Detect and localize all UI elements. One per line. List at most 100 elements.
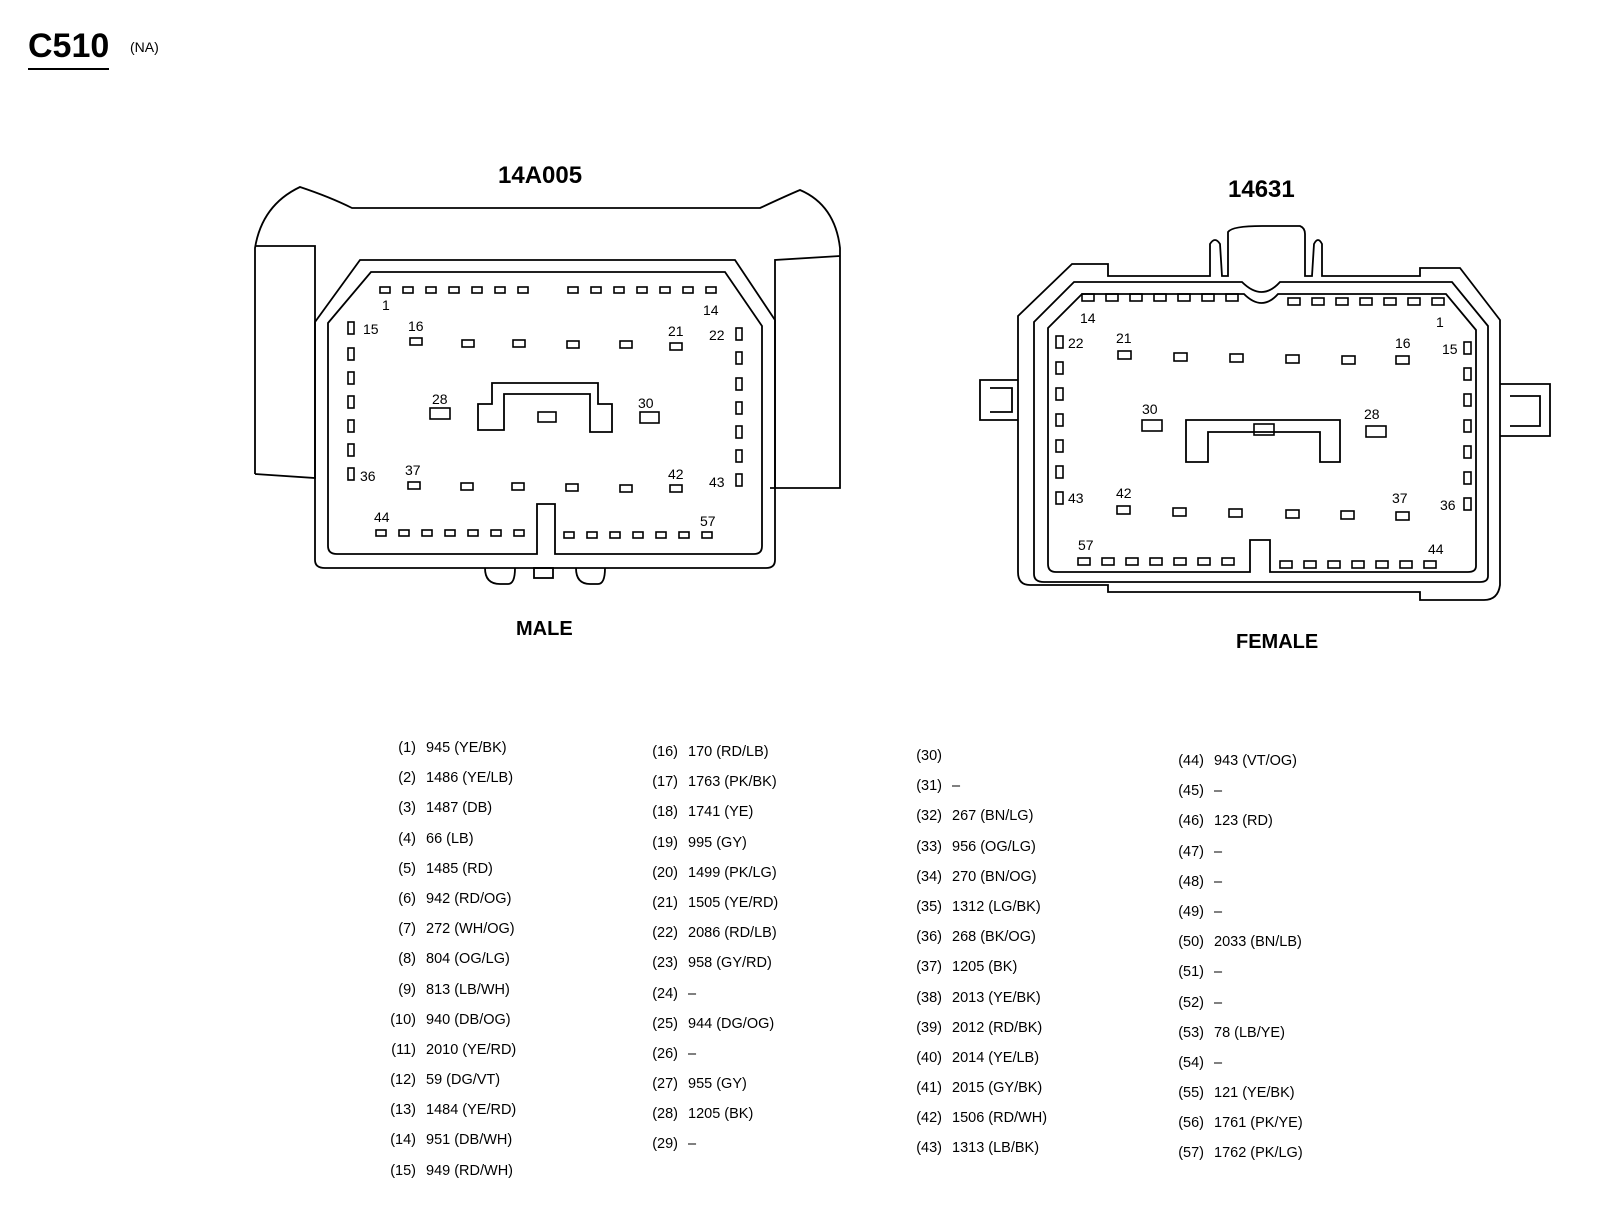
pin-number: (47) xyxy=(1178,843,1204,860)
pin-row: (42) 1506 (RD/WH) xyxy=(898,1108,1047,1138)
pin-circuit: 958 (GY/RD) xyxy=(688,955,772,972)
pin-row: (6)942 (RD/OG) xyxy=(372,889,516,919)
female-pin-label: 1 xyxy=(1436,314,1444,330)
pin-row: (31)– xyxy=(898,776,1047,806)
pin-row: (5)1485 (RD) xyxy=(372,859,516,889)
pin-number: (28) xyxy=(652,1106,678,1123)
pin-circuit: 951 (DB/WH) xyxy=(426,1132,513,1149)
pin-row: (15)949 (RD/WH) xyxy=(372,1161,516,1191)
female-pin-label: 21 xyxy=(1116,330,1132,346)
pin-circuit: 1505 (YE/RD) xyxy=(688,894,779,911)
pin-circuit: – xyxy=(1214,843,1223,860)
pin-circuit: 1205 (BK) xyxy=(688,1106,754,1123)
pin-circuit: 942 (RD/OG) xyxy=(426,890,512,907)
pin-circuit: 59 (DG/VT) xyxy=(426,1072,501,1089)
pin-row: (4)66 (LB) xyxy=(372,829,516,859)
male-gender-label: MALE xyxy=(516,618,573,640)
pin-row: (34)270 (BN/OG) xyxy=(898,867,1047,897)
pin-circuit: – xyxy=(688,1045,697,1062)
pin-circuit: – xyxy=(1214,1054,1223,1071)
pin-number: (40) xyxy=(916,1049,942,1066)
pin-circuit: – xyxy=(688,985,697,1002)
pin-circuit: 1487 (DB) xyxy=(426,800,493,817)
pin-number: (19) xyxy=(652,834,678,851)
pin-number: (2) xyxy=(398,770,416,787)
pin-number: (43) xyxy=(916,1140,942,1157)
pin-row: (50)2033 (BN/LB) xyxy=(1160,932,1303,962)
pin-circuit: 1506 (RD/WH) xyxy=(952,1110,1048,1127)
pin-number: (1) xyxy=(398,740,416,756)
pin-circuit: 940 (DB/OG) xyxy=(426,1011,511,1028)
pin-number: (7) xyxy=(398,921,416,938)
male-pin-label: 44 xyxy=(374,509,390,525)
pin-circuit: – xyxy=(1214,783,1223,800)
pin-number: (49) xyxy=(1178,903,1204,920)
male-center-key xyxy=(477,382,613,433)
pin-row: (13)1484 (YE/RD) xyxy=(372,1100,516,1130)
connector-subtitle: (NA) xyxy=(130,39,159,55)
pin-row: (14)951 (DB/WH) xyxy=(372,1130,516,1160)
pin-circuit: 955 (GY) xyxy=(688,1076,747,1093)
male-pin-label: 28 xyxy=(432,391,448,407)
pin-row: (12)59 (DG/VT) xyxy=(372,1070,516,1100)
female-pin-label: 16 xyxy=(1395,335,1411,351)
male-pin-label: 1 xyxy=(382,297,390,313)
pin-number: (51) xyxy=(1178,964,1204,981)
pin-row: (17) 1763 (PK/BK) xyxy=(634,772,778,802)
pin-number: (17) xyxy=(652,774,678,791)
pin-number: (46) xyxy=(1178,813,1204,830)
pin-circuit: 270 (BN/OG) xyxy=(952,868,1037,885)
pin-number: (57) xyxy=(1178,1145,1204,1162)
pin-number: (37) xyxy=(916,959,942,976)
pin-number: (22) xyxy=(652,925,678,942)
female-pin-label: 22 xyxy=(1068,335,1084,351)
female-part-number: 14631 xyxy=(1228,176,1295,203)
pin-number: (35) xyxy=(916,898,942,915)
male-connector-body xyxy=(314,259,776,569)
pin-circuit: 1763 (PK/BK) xyxy=(688,774,777,791)
pin-circuit: – xyxy=(688,1136,697,1153)
pin-row: (23)958 (GY/RD) xyxy=(634,953,778,983)
male-pin-label: 57 xyxy=(700,513,716,529)
male-connector-housing xyxy=(254,186,841,489)
female-left-latch-inner xyxy=(990,387,1013,413)
pin-number: (54) xyxy=(1178,1054,1204,1071)
pin-circuit: 267 (BN/LG) xyxy=(952,808,1034,825)
pin-number: (45) xyxy=(1178,783,1204,800)
female-left-latch xyxy=(979,379,1018,421)
pin-row: (2)1486 (YE/LB) xyxy=(372,768,516,798)
male-pin-label: 14 xyxy=(703,302,719,318)
pin-row: (10) 940 (DB/OG) xyxy=(372,1010,516,1040)
pin-number: (44) xyxy=(1178,753,1204,769)
male-pin-label: 43 xyxy=(709,474,725,490)
pin-circuit: 804 (OG/LG) xyxy=(426,951,510,968)
male-pin-label: 37 xyxy=(405,462,421,478)
pin-circuit: 2012 (RD/BK) xyxy=(952,1019,1043,1036)
pin-number: (42) xyxy=(916,1110,942,1127)
pin-row: (9)813 (LB/WH) xyxy=(372,980,516,1010)
pin-circuit: 2010 (YE/RD) xyxy=(426,1041,517,1058)
pin-circuit: 1499 (PK/LG) xyxy=(688,864,777,881)
pin-number: (30) xyxy=(916,748,942,764)
pin-number: (36) xyxy=(916,929,942,946)
pin-number: (38) xyxy=(916,989,942,1006)
male-connector-diagram: 1 14 15 16 21 22 28 30 36 37 42 43 44 57 xyxy=(254,186,841,585)
pin-circuit: 956 (OG/LG) xyxy=(952,838,1036,855)
pin-row: (22) 2086 (RD/LB) xyxy=(634,923,778,953)
pin-row: (28) 1205 (BK) xyxy=(634,1104,778,1134)
pin-row: (53)78 (LB/YE) xyxy=(1160,1023,1303,1053)
pin-number: (31) xyxy=(916,778,942,795)
female-right-latch-inner xyxy=(1510,395,1541,427)
pin-circuit: – xyxy=(1214,964,1223,981)
female-pin-label: 44 xyxy=(1428,541,1444,557)
female-pin-label: 42 xyxy=(1116,485,1132,501)
pin-row: (41)2015 (GY/BK) xyxy=(898,1078,1047,1108)
pin-circuit: 2086 (RD/LB) xyxy=(688,925,777,942)
pin-row: (11)2010 (YE/RD) xyxy=(372,1040,516,1070)
pin-row: (35)1312 (LG/BK) xyxy=(898,897,1047,927)
pin-circuit: 272 (WH/OG) xyxy=(426,921,515,938)
female-pin-label: 36 xyxy=(1440,497,1456,513)
pin-circuit: 1484 (YE/RD) xyxy=(426,1102,517,1119)
pin-number: (10) xyxy=(390,1011,416,1028)
pin-number: (15) xyxy=(390,1162,416,1179)
